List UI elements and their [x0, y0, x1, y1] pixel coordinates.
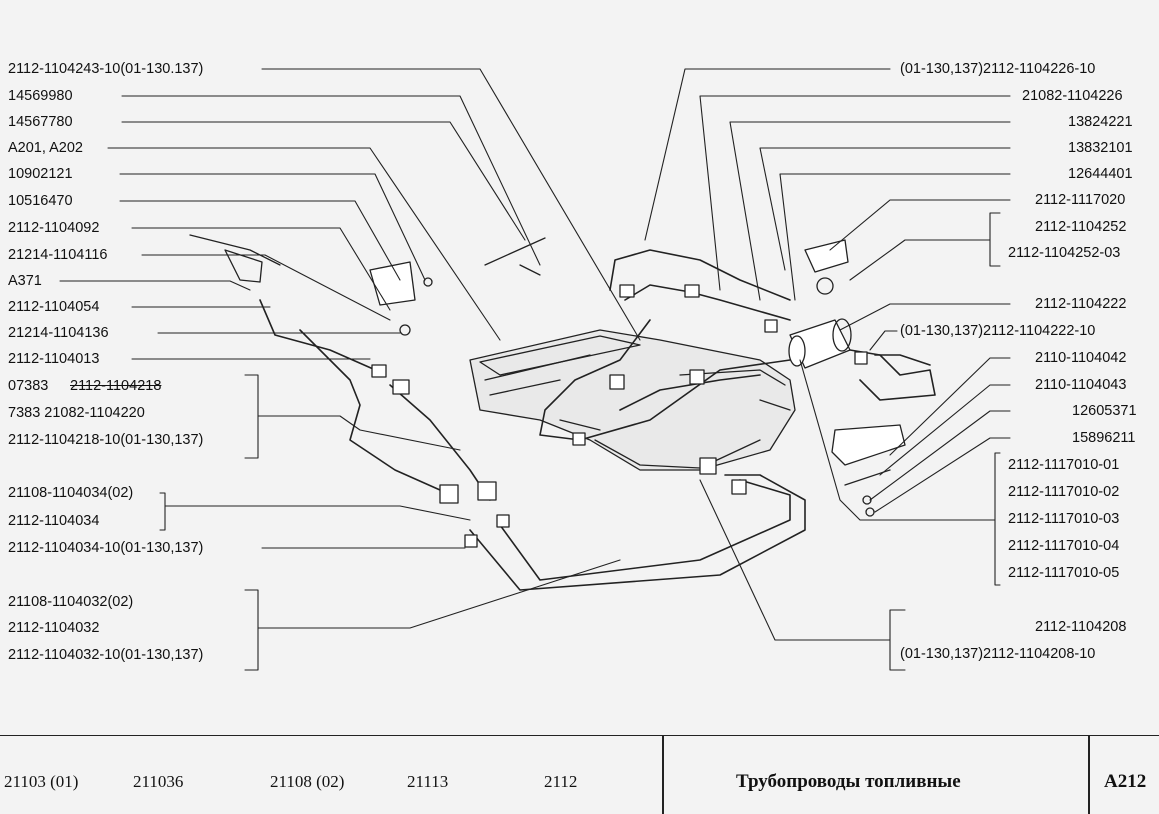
label-right-19: 2112-1117010-05 [1008, 565, 1120, 581]
label-left-13b: 2112-1104218 [70, 378, 162, 394]
label-left-15: 2112-1104218-10(01-130,137) [8, 432, 204, 448]
section-title: Трубопроводы топливные [736, 771, 961, 792]
footer-divider-2 [1088, 736, 1090, 814]
label-right-12: 2110-1104043 [1035, 377, 1127, 393]
fuel-lines [259, 249, 936, 591]
footer-divider-1 [662, 736, 664, 814]
label-left-16: 21108-1104034(02) [8, 485, 134, 501]
label-right-9: 2112-1104222 [1035, 296, 1127, 312]
label-right-10: (01-130,137)2112-1104222-10 [900, 323, 1096, 339]
label-left-19: 21108-1104032(02) [8, 594, 134, 610]
fuel-lines-diagram: 2112-1104243-10(01-130.137) 14569980 145… [8, 61, 1137, 671]
label-right-1: (01-130,137)2112-1104226-10 [900, 61, 1096, 77]
label-left-7: 2112-1104092 [8, 220, 100, 236]
label-right-20: 2112-1104208 [1035, 619, 1127, 635]
label-left-4: A201, A202 [8, 140, 83, 156]
label-left-8: 21214-1104116 [8, 247, 108, 263]
label-right-5: 12644401 [1068, 166, 1133, 182]
leader-lines-right [644, 68, 1011, 671]
label-right-7: 2112-1104252 [1035, 219, 1127, 235]
label-right-15: 2112-1117010-01 [1008, 457, 1120, 473]
model-5: 2112 [544, 772, 578, 791]
label-left-14: 7383 21082-1104220 [8, 405, 145, 421]
label-left-12: 2112-1104013 [8, 351, 100, 367]
label-right-16: 2112-1117010-02 [1008, 484, 1120, 500]
label-right-18: 2112-1117010-04 [1008, 538, 1120, 554]
model-3: 21108 (02) [270, 772, 345, 791]
fuel-rail [189, 234, 546, 336]
label-left-18: 2112-1104034-10(01-130,137) [8, 540, 204, 556]
label-left-5: 10902121 [8, 166, 73, 182]
label-left-20: 2112-1104032 [8, 620, 100, 636]
fittings [371, 284, 868, 548]
clamp-bracket [804, 239, 906, 517]
label-left-11: 21214-1104136 [8, 325, 109, 341]
label-right-11: 2110-1104042 [1035, 350, 1127, 366]
label-left-9: A371 [8, 273, 42, 289]
label-right-14: 15896211 [1072, 430, 1136, 446]
fuel-filter [788, 318, 852, 369]
label-right-4: 13832101 [1068, 140, 1133, 156]
label-right-8: 2112-1104252-03 [1008, 245, 1121, 261]
model-2: 211036 [133, 772, 184, 791]
label-left-21: 2112-1104032-10(01-130,137) [8, 647, 204, 663]
label-right-6: 2112-1117020 [1035, 192, 1126, 208]
label-left-2: 14569980 [8, 88, 73, 104]
label-right-2: 21082-1104226 [1022, 88, 1123, 104]
label-left-3: 14567780 [8, 114, 73, 130]
label-right-21: (01-130,137)2112-1104208-10 [900, 646, 1096, 662]
fuel-tank [469, 329, 796, 471]
model-4: 21113 [407, 772, 449, 791]
section-code: A212 [1104, 771, 1147, 792]
leader-lines-left [59, 68, 641, 671]
label-left-13a: 07383 [8, 378, 49, 394]
label-right-13: 12605371 [1072, 403, 1137, 419]
label-right-17: 2112-1117010-03 [1008, 511, 1120, 527]
label-left-6: 10516470 [8, 193, 73, 209]
diagram-drawing [59, 68, 1011, 671]
title-block: 21103 (01) 211036 21108 (02) 21113 2112 … [0, 735, 1159, 814]
label-left-1: 2112-1104243-10(01-130.137) [8, 61, 204, 77]
label-left-17: 2112-1104034 [8, 513, 100, 529]
label-left-10: 2112-1104054 [8, 299, 100, 315]
model-1: 21103 (01) [4, 772, 79, 791]
label-right-3: 13824221 [1068, 114, 1133, 130]
